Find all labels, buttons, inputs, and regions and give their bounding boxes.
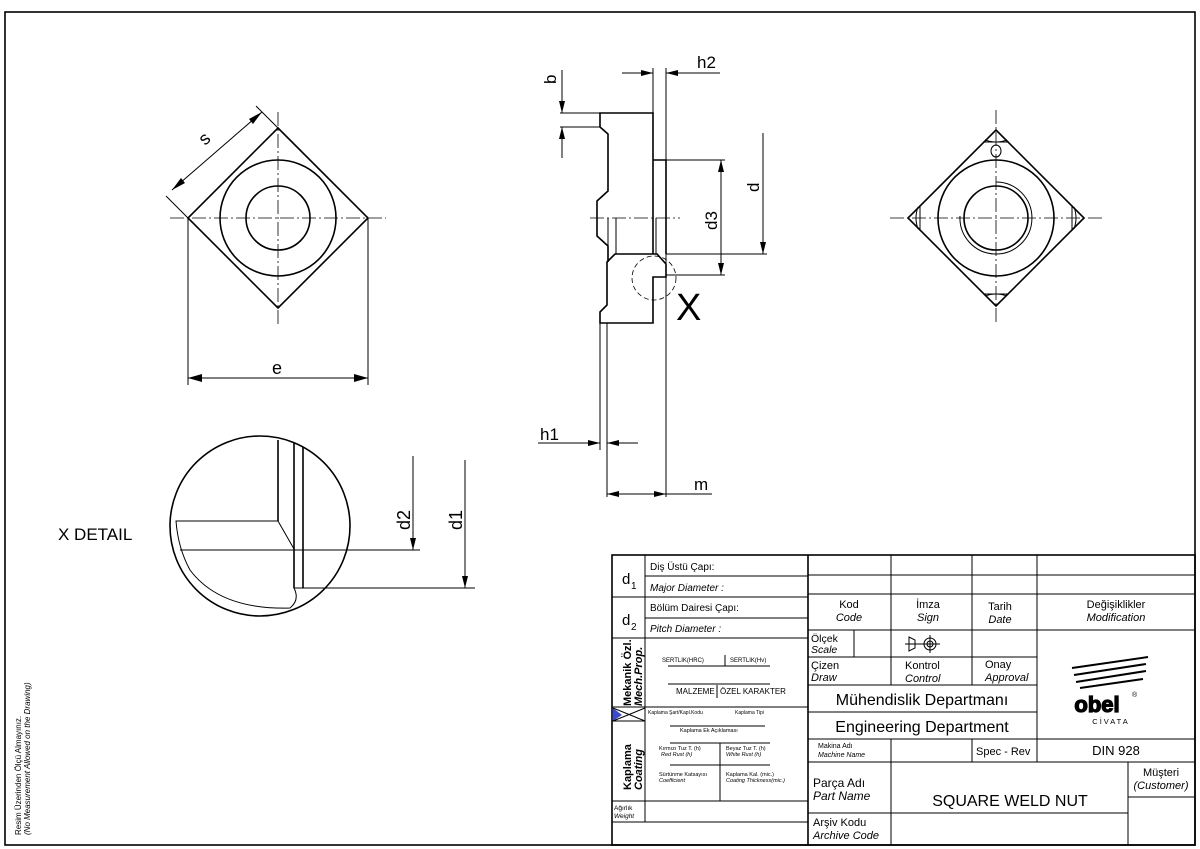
scale-tr: Ölçek	[811, 633, 839, 645]
margin-note-line2: (No Measurement Allowed on the Drawing)	[23, 682, 32, 835]
control-en: Control	[905, 673, 941, 685]
part-name-tr: Parça Adı	[813, 776, 865, 790]
code-tr: Kod	[839, 599, 859, 611]
logo-subtitle: CİVATA	[1092, 717, 1129, 726]
machine-en: Machine Name	[818, 752, 865, 759]
dim-m-label: m	[694, 475, 708, 494]
draw-tr: Çizen	[811, 660, 839, 672]
dim-h1-label: h1	[540, 425, 559, 444]
red-rust-en: Red Rust (h)	[661, 752, 692, 758]
side-section-view: X b h2 d3 d h1	[538, 53, 767, 497]
coating-extra-label: Kaplama Ek Açıklaması	[680, 728, 738, 734]
x-detail-view: d2 d1 X DETAIL	[58, 435, 475, 617]
d1-label-tr: Diş Üstü Çapı:	[650, 561, 714, 573]
top-view-left: s e	[165, 105, 386, 385]
d2-label-en: Pitch Diameter :	[650, 624, 721, 635]
title-block: d 1 Diş Üstü Çapı: Major Diameter : d 2 …	[611, 554, 1196, 846]
approval-en: Approval	[984, 672, 1029, 684]
modification-en: Modification	[1087, 612, 1146, 624]
thickness-tr: Kaplama Kal. (mic.)	[726, 772, 774, 778]
coating-color-swatch	[613, 708, 622, 721]
dim-s-label: s	[194, 128, 214, 149]
mech-label-tr: Mekanik Özl.	[621, 639, 634, 706]
x-detail-label: X DETAIL	[58, 525, 132, 544]
margin-note: Resim Üzerinden Ölçü Almayınız. (No Meas…	[14, 682, 32, 835]
dim-b-label: b	[541, 75, 560, 84]
detail-marker-x: X	[676, 287, 701, 329]
sign-en: Sign	[917, 612, 939, 624]
standard-value: DIN 928	[1092, 743, 1140, 758]
weight-en: Weight	[614, 813, 635, 820]
machine-tr: Makina Adı	[818, 743, 853, 750]
customer-en: (Customer)	[1133, 780, 1188, 792]
approval-tr: Onay	[985, 659, 1012, 671]
scale-en: Scale	[811, 644, 837, 656]
date-tr: Tarih	[988, 601, 1012, 613]
archive-tr: Arşiv Kodu	[813, 817, 866, 829]
sign-tr: İmza	[916, 598, 941, 611]
hardness-hv: SERTLIK(Hv)	[730, 658, 766, 664]
code-en: Code	[836, 612, 862, 624]
dim-d-label: d	[744, 183, 763, 192]
coating-type-label: Kaplama Tipi	[735, 710, 764, 716]
coating-code-label: Kaplama Şart/Kapl.Kodu	[648, 710, 703, 716]
spec-rev-label: Spec - Rev	[976, 746, 1031, 758]
dim-h2-label: h2	[697, 53, 716, 72]
top-view-right	[890, 110, 1104, 324]
d1-subscript: 1	[631, 581, 637, 592]
mech-label-en: Mech.Prop.	[633, 647, 645, 706]
white-rust-en: White Rust (h)	[726, 752, 761, 758]
dim-d3-label: d3	[702, 211, 721, 230]
friction-tr: Sürtünme Katsayısı	[659, 772, 707, 778]
dim-e-label: e	[272, 358, 282, 378]
archive-en: Archive Code	[812, 830, 879, 842]
drawing-frame	[4, 11, 1196, 846]
d1-symbol: d	[622, 571, 630, 588]
modification-tr: Değişiklikler	[1087, 599, 1146, 611]
friction-en: Coefficient	[659, 778, 685, 784]
hardness-hrc: SERTLIK(HRC)	[662, 658, 704, 664]
white-rust-tr: Beyaz Tuz T. (h)	[726, 746, 766, 752]
d1-label-en: Major Diameter :	[650, 583, 724, 594]
projection-symbol-icon	[905, 635, 940, 653]
logo-wordmark: obel	[1074, 692, 1119, 717]
special-char-label: ÖZEL KARAKTER	[720, 687, 786, 696]
date-en: Date	[988, 614, 1011, 626]
customer-tr: Müşteri	[1143, 767, 1179, 779]
thickness-en: Coating Thickness(mic.)	[726, 778, 785, 784]
red-rust-tr: Kırmızı Tuz T. (h)	[659, 746, 701, 752]
dim-d2-label: d2	[394, 510, 414, 530]
company-logo: obel ® CİVATA	[1071, 656, 1149, 726]
d2-label-tr: Bölüm Dairesi Çapı:	[650, 603, 739, 614]
svg-text:®: ®	[1132, 691, 1138, 699]
part-name-value: SQUARE WELD NUT	[932, 793, 1088, 810]
department-en: Engineering Department	[835, 719, 1009, 736]
weight-tr: Ağırlık	[614, 805, 633, 812]
margin-note-line1: Resim Üzerinden Ölçü Almayınız.	[14, 716, 23, 835]
d2-symbol: d	[622, 612, 630, 629]
draw-en: Draw	[811, 672, 838, 684]
department-tr: Mühendislik Departmanı	[836, 692, 1009, 709]
material-label: MALZEME	[676, 687, 715, 696]
d2-subscript: 2	[631, 622, 637, 633]
coating-label-en: Coating	[633, 749, 645, 790]
part-name-en: Part Name	[813, 789, 871, 803]
control-tr: Kontrol	[905, 660, 940, 672]
coating-label-tr: Kaplama	[622, 743, 634, 790]
dim-d1-label: d1	[446, 510, 466, 530]
